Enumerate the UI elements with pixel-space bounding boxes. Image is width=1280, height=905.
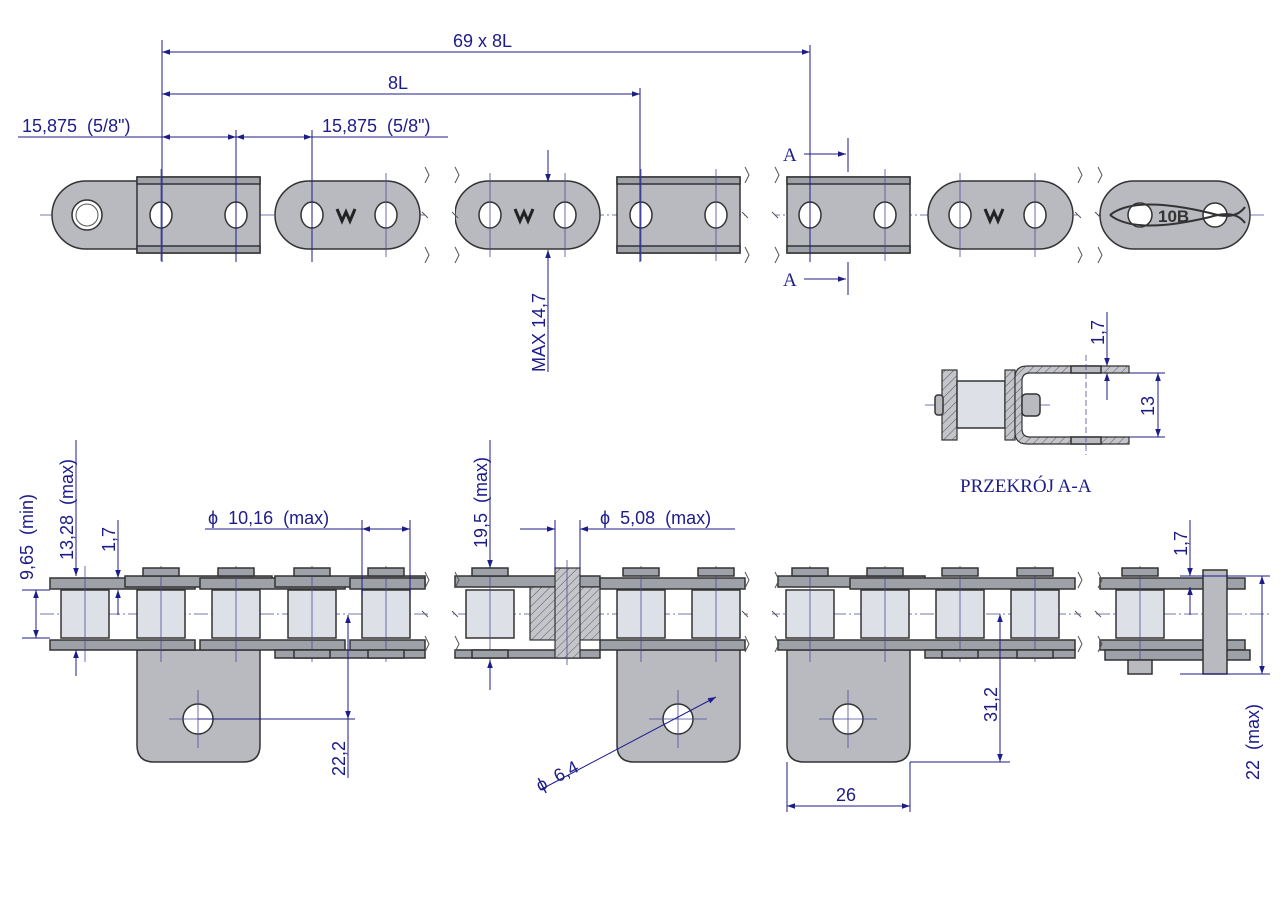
chain-marking-10b: 10B bbox=[1158, 207, 1189, 226]
break-line bbox=[771, 571, 780, 653]
attachment-hole-diameter-label: ϕ 6,4 bbox=[532, 757, 581, 796]
section-inner-width-label: 13 bbox=[1138, 396, 1158, 416]
plate-edge bbox=[136, 176, 261, 185]
sectioned-pin bbox=[554, 567, 581, 659]
pin-head bbox=[293, 567, 331, 577]
attachment-width-label: 26 bbox=[836, 785, 856, 805]
plate-edge bbox=[786, 176, 911, 185]
break-line bbox=[451, 166, 460, 264]
bottom-view-dimensions: 9,65 (min) 13,28 (max) 1,7 ϕ 10,16 (max)… bbox=[17, 440, 1270, 812]
break-line bbox=[771, 166, 780, 264]
pitch-right-label: 15,875 (5/8") bbox=[322, 116, 430, 136]
pin-head bbox=[791, 567, 829, 577]
pin-head bbox=[471, 567, 509, 577]
pin-head bbox=[367, 567, 405, 577]
plate-edge bbox=[616, 176, 741, 185]
maker-logo-icon bbox=[983, 208, 1005, 225]
section-title: PRZEKRÓJ A-A bbox=[960, 475, 1092, 497]
break-line bbox=[451, 571, 460, 653]
inner-plate-bottom bbox=[349, 639, 426, 651]
clip-end bbox=[1127, 659, 1153, 675]
outer-link-plate bbox=[1099, 180, 1251, 250]
break-line bbox=[1074, 571, 1083, 653]
inner-plate-bottom bbox=[199, 639, 346, 651]
break-line bbox=[741, 166, 750, 264]
maker-logo-icon bbox=[513, 208, 535, 225]
inner-plate-top bbox=[849, 577, 1076, 590]
pin-head bbox=[941, 567, 979, 577]
inner-plate-bottom bbox=[49, 639, 196, 651]
attachment-hole-offset-label: 22,2 bbox=[329, 741, 349, 776]
plate-thickness-right-label: 1,7 bbox=[1171, 531, 1191, 556]
attachment-pitch-label: 8L bbox=[388, 73, 408, 93]
section-mark-bottom: A bbox=[783, 270, 797, 291]
break-gap bbox=[1081, 565, 1095, 665]
plate-height-label: MAX 14,7 bbox=[529, 293, 549, 372]
plate-thickness-left-label: 1,7 bbox=[99, 527, 119, 552]
plate-edge bbox=[616, 245, 741, 254]
plate-edge bbox=[136, 245, 261, 254]
break-gap bbox=[428, 565, 452, 665]
pin-head bbox=[866, 567, 904, 577]
break-line bbox=[1094, 571, 1103, 653]
section-plate-thickness-label: 1,7 bbox=[1088, 320, 1108, 345]
section-mark-top: A bbox=[783, 145, 797, 166]
overall-pitch-label: 69 x 8L bbox=[453, 31, 512, 51]
break-gap bbox=[745, 165, 775, 265]
outer-plate-bottom bbox=[454, 649, 601, 659]
spring-clip-icon bbox=[1109, 203, 1246, 217]
connecting-pin bbox=[1127, 202, 1153, 228]
pin-head bbox=[622, 567, 660, 577]
pin-diameter-label: ϕ 5,08 (max) bbox=[600, 508, 711, 528]
plate-edge bbox=[786, 245, 911, 254]
break-gap bbox=[1078, 165, 1098, 265]
pin-head bbox=[293, 649, 331, 659]
roller-width-max-label: 13,28 (max) bbox=[57, 459, 77, 560]
pin-head bbox=[697, 567, 735, 577]
pin-head bbox=[1121, 567, 1159, 577]
bottom-view bbox=[40, 560, 1270, 763]
pitch-left-label: 15,875 (5/8") bbox=[22, 116, 130, 136]
connecting-pin bbox=[1202, 569, 1228, 675]
break-line bbox=[421, 166, 430, 264]
spring-clip-icon bbox=[1109, 213, 1246, 227]
connecting-plate bbox=[1104, 649, 1251, 661]
roller-diameter-label: ϕ 10,16 (max) bbox=[208, 508, 329, 528]
end-pin-hole-inner bbox=[75, 203, 99, 227]
pin-head bbox=[367, 649, 405, 659]
top-view-overlay: 10B bbox=[1158, 207, 1189, 226]
section-a-a-view bbox=[925, 355, 1130, 455]
inner-plate-top bbox=[349, 577, 426, 590]
pin-head bbox=[1016, 649, 1054, 659]
attachment-depth-label: 31,2 bbox=[981, 687, 1001, 722]
inner-plate-bottom bbox=[599, 639, 746, 651]
pin-head bbox=[471, 649, 509, 659]
break-line bbox=[421, 571, 430, 653]
break-line bbox=[1074, 166, 1083, 264]
pin-head bbox=[217, 567, 255, 577]
inner-width-min-label: 9,65 (min) bbox=[17, 494, 37, 580]
break-gap bbox=[748, 565, 772, 665]
break-line bbox=[1094, 166, 1103, 264]
inner-plate-top bbox=[599, 577, 746, 590]
inner-plate-bottom bbox=[777, 639, 1076, 651]
top-view-dimensions: 69 x 8L 8L 15,875 (5/8") 15,875 (5/8") M… bbox=[18, 31, 849, 372]
top-view bbox=[40, 165, 1265, 265]
outer-link-plate bbox=[454, 180, 601, 250]
break-line bbox=[741, 571, 750, 653]
pin-length-label: 22 (max) bbox=[1243, 704, 1263, 780]
section-a-a-dimensions: 1,7 13 PRZEKRÓJ A-A bbox=[960, 312, 1165, 497]
pin-head bbox=[1016, 567, 1054, 577]
plate-height-max-label: 19,5 (max) bbox=[471, 457, 491, 548]
maker-logo-icon bbox=[335, 208, 357, 225]
pin-head bbox=[941, 649, 979, 659]
pin-head bbox=[142, 567, 180, 577]
break-gap bbox=[425, 165, 455, 265]
